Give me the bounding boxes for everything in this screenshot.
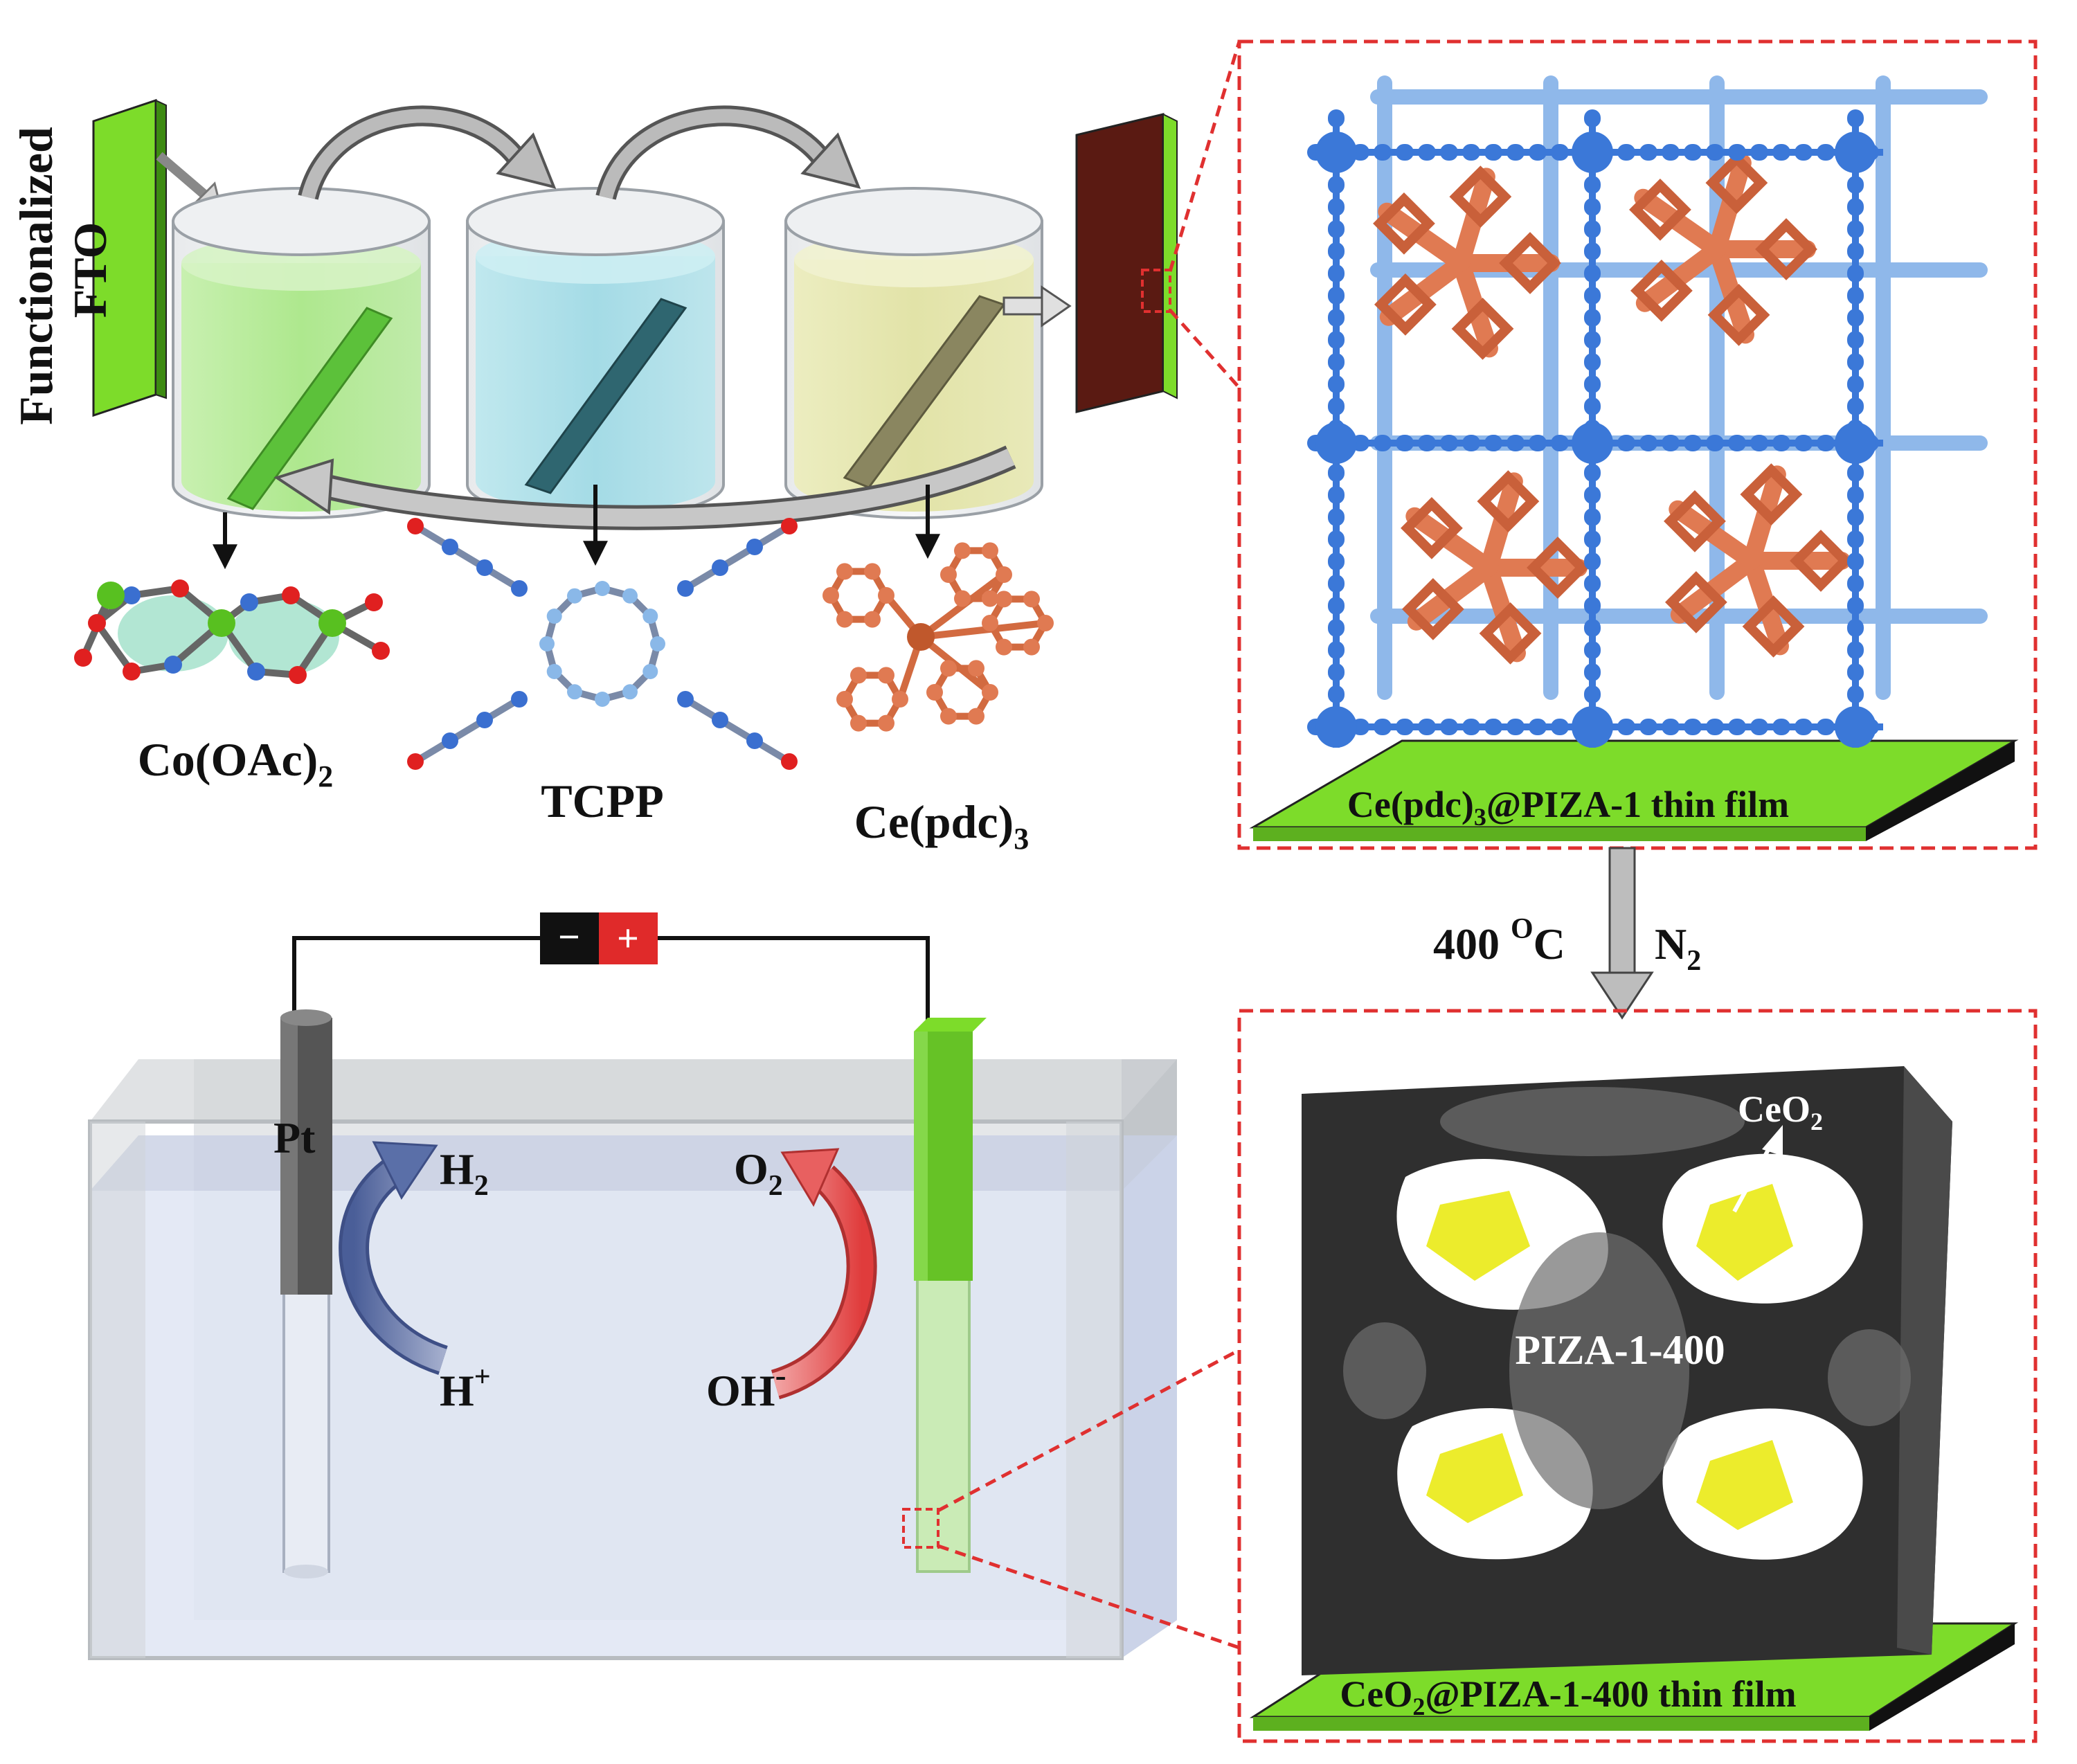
- svg-text:+: +: [617, 917, 639, 960]
- co-precursor-label: Co(OAc)2: [138, 733, 334, 793]
- h2-label: H2: [440, 1144, 489, 1202]
- beaker-blue: [466, 187, 725, 519]
- pt-label: Pt: [273, 1113, 316, 1162]
- film1-substrate: [1249, 739, 2019, 841]
- porous-panel-frame: [1237, 1009, 2038, 1743]
- molecule-ce: [822, 542, 1054, 732]
- ceo2-label: CeO2: [1738, 1088, 1823, 1135]
- ceo2-crystal: [1696, 1440, 1793, 1530]
- condition-temperature: 400 OC: [1433, 913, 1565, 969]
- ceo2-crystal: [1426, 1191, 1530, 1281]
- ceo2-crystal: [1696, 1184, 1793, 1281]
- molecule-co: [74, 579, 390, 684]
- battery-icon: − +: [540, 912, 658, 964]
- tcpp-label: TCPP: [541, 775, 664, 827]
- electrolysis-cell: [88, 1059, 1177, 1660]
- fto-label: Functionalized FTO: [10, 115, 116, 425]
- thermal-conversion-arrow: [1590, 847, 1654, 1020]
- circuit-wire: [292, 936, 930, 1021]
- arrow-into-beaker: [156, 152, 211, 201]
- fto-substrate: Functionalized FTO: [10, 98, 167, 425]
- beaker-green: [172, 187, 431, 519]
- porous-framework: [1302, 1066, 1952, 1675]
- mof-lattice: [1307, 75, 1988, 756]
- hplus-label: H+: [440, 1361, 491, 1415]
- working-electrode: [902, 1018, 987, 1573]
- svg-text:−: −: [558, 916, 580, 959]
- ohminus-label: OH-: [706, 1357, 786, 1415]
- coated-film: [1075, 113, 1178, 413]
- condition-gas: N2: [1655, 919, 1701, 977]
- film1-label: Ce(pdc)3@PIZA-1 thin film: [1347, 784, 1789, 831]
- ceo2-crystal: [1426, 1433, 1523, 1523]
- beaker-yellow: [784, 187, 1043, 519]
- transfer-arrows: [273, 105, 1072, 530]
- ce-precursor-label: Ce(pdc)3: [854, 795, 1029, 856]
- ceo2-pointer: [1732, 1141, 1774, 1213]
- mof-panel-frame: [1237, 39, 2038, 850]
- film2-label: CeO2@PIZA-1-400 thin film: [1340, 1673, 1796, 1720]
- o2-label: O2: [734, 1144, 783, 1202]
- molecule-tcpp: [407, 518, 798, 770]
- pt-electrode: [280, 1009, 332, 1578]
- piza-label: PIZA-1-400: [1515, 1327, 1725, 1373]
